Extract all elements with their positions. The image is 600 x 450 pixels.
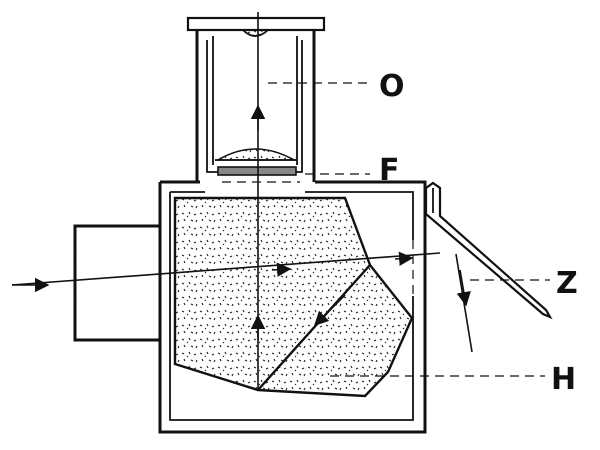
- label-prism: H: [551, 362, 576, 397]
- filter: [217, 166, 300, 183]
- label-mirror: Z: [556, 266, 578, 301]
- eyepiece-tube: [186, 16, 326, 182]
- prism: [173, 196, 414, 398]
- label-eyepiece: O: [379, 69, 405, 104]
- leader-lines: [268, 82, 550, 377]
- label-filter: F: [379, 153, 400, 188]
- mirror-assembly: [412, 181, 553, 432]
- inlet-tube: [73, 224, 171, 342]
- light-rays: [11, 12, 473, 390]
